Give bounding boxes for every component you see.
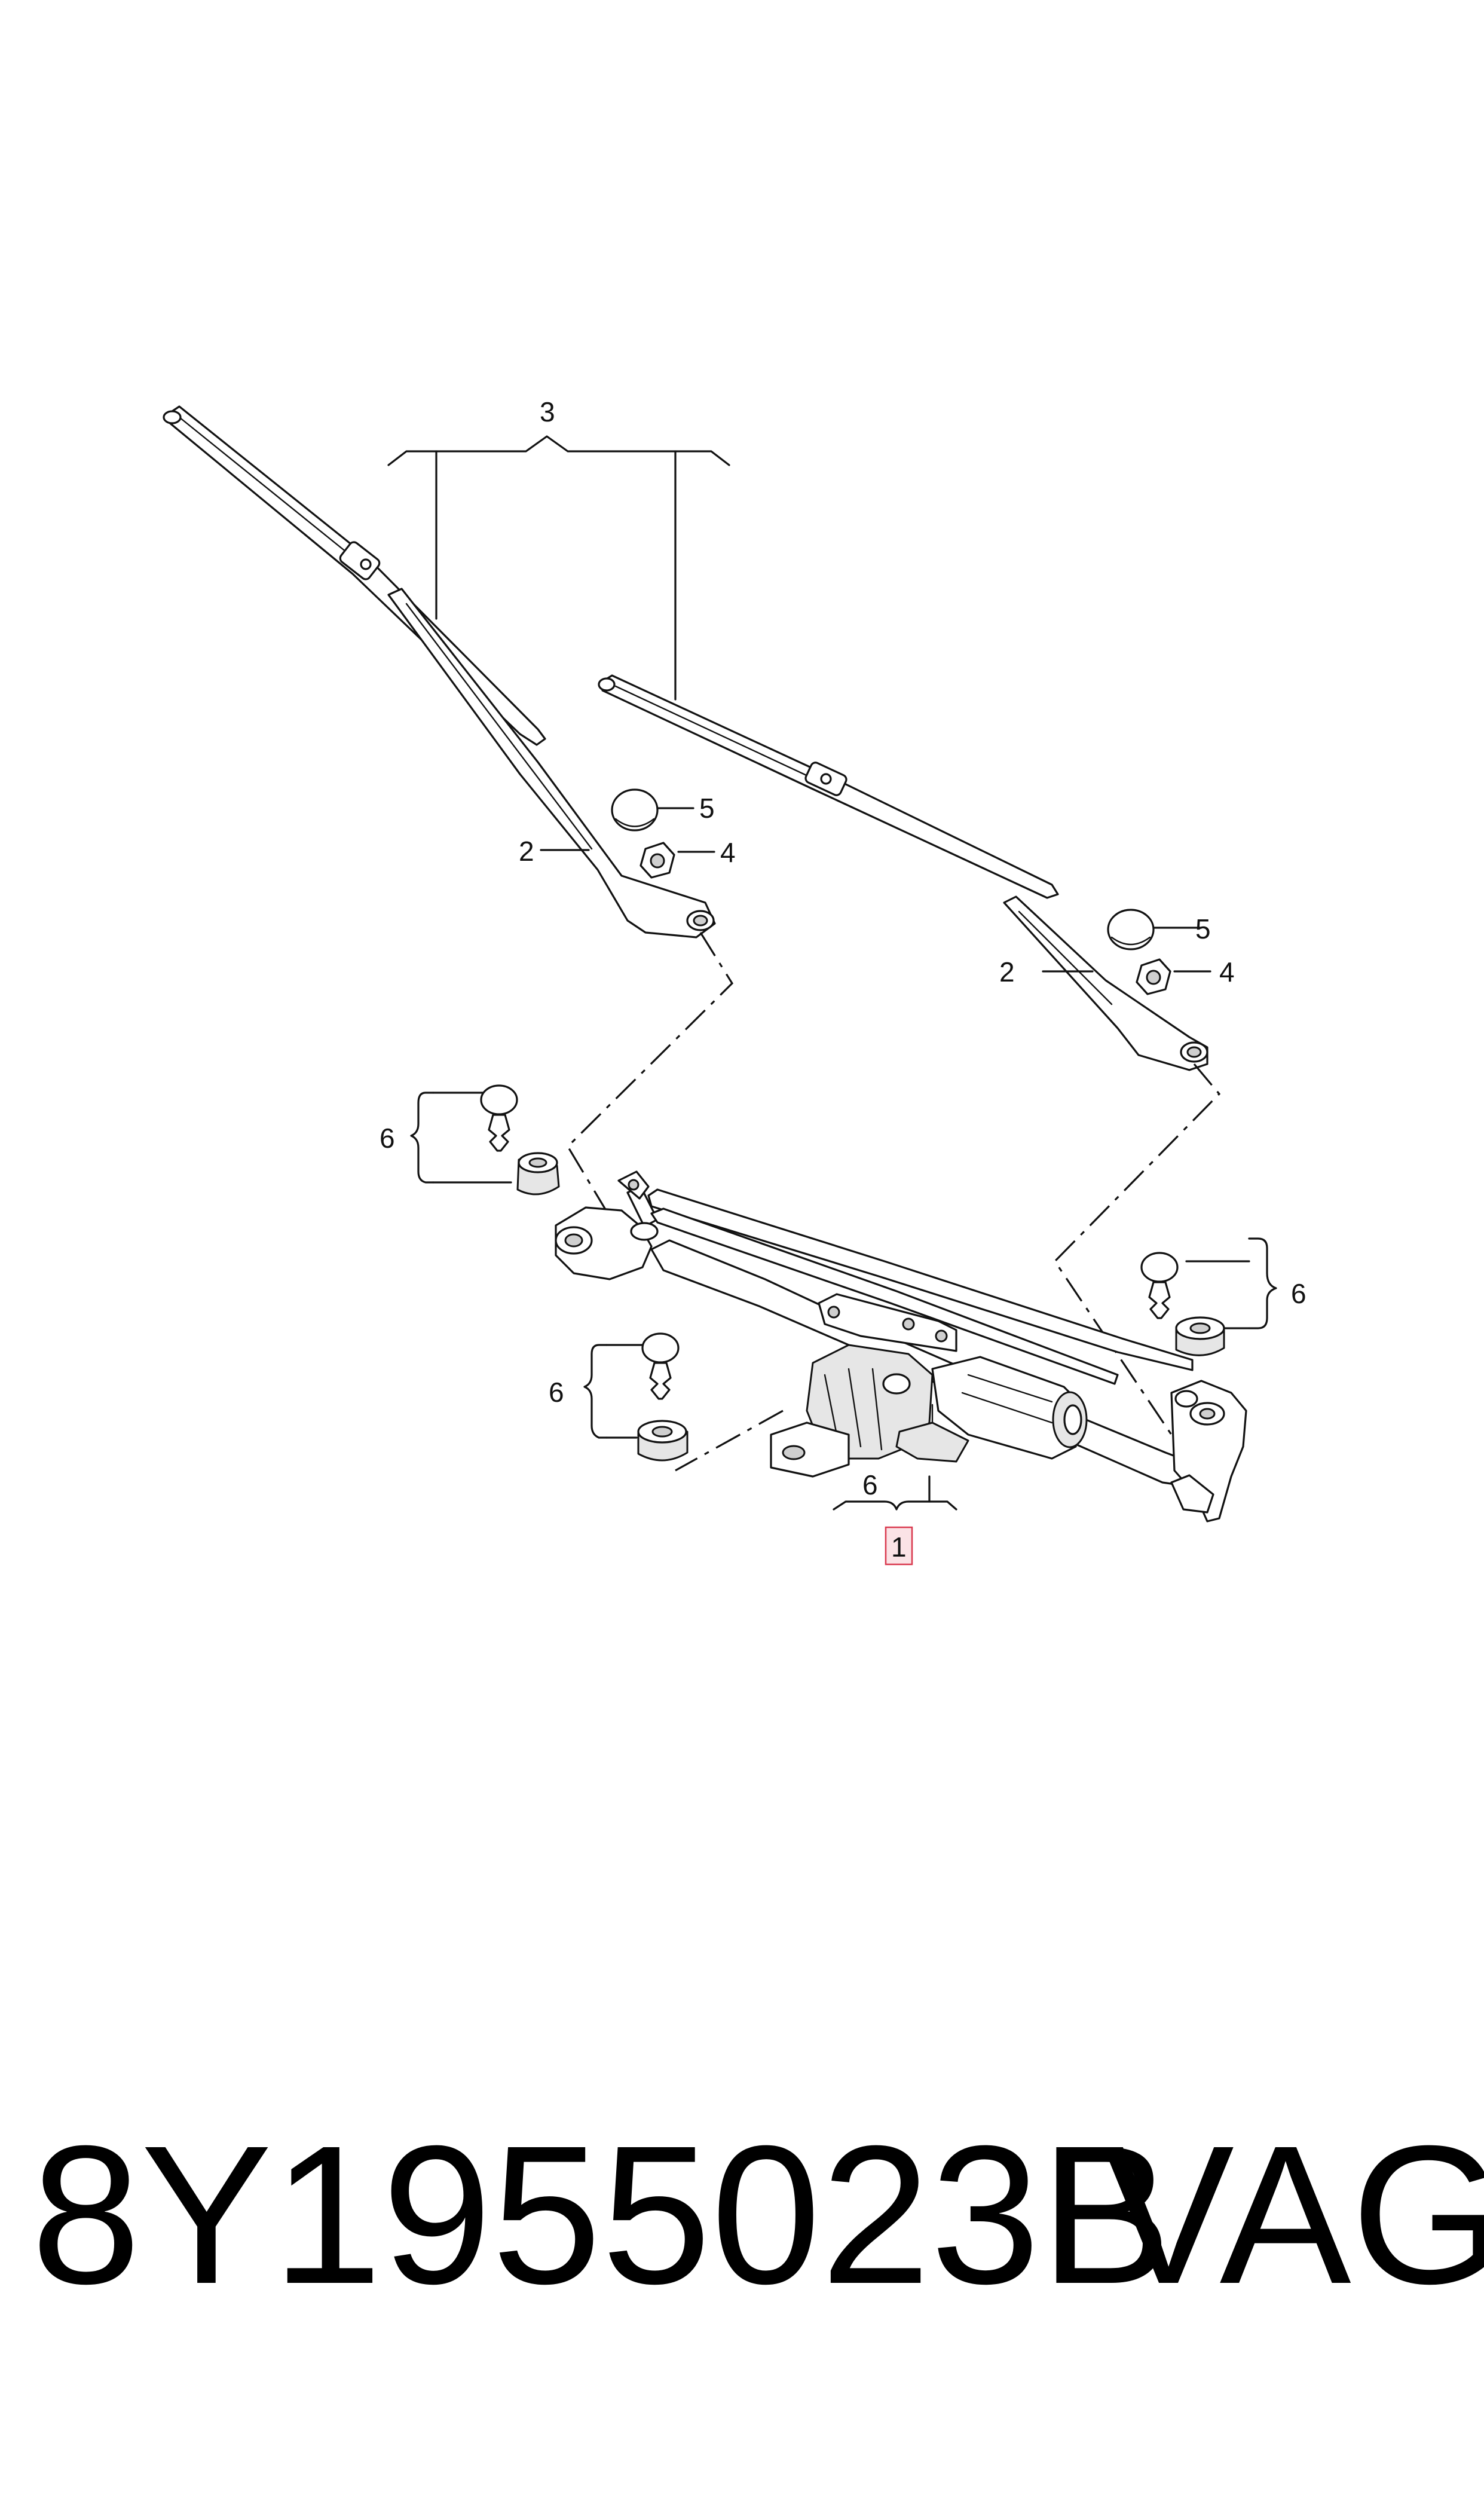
callout-1: 1: [891, 1531, 907, 1563]
right-arm-callouts: 2 4 5: [999, 913, 1235, 988]
callout-1-highlight: [885, 1526, 913, 1566]
assembly-guide-lines: [566, 932, 1221, 1472]
callout-2-right: 2: [999, 956, 1015, 988]
left-wiper-blade: [163, 405, 546, 746]
fastener-lower-left: 6: [549, 1332, 689, 1462]
left-wiper-arm: [387, 588, 716, 938]
right-wiper-arm: [1003, 895, 1208, 1071]
callout-6-right: 6: [1291, 1278, 1306, 1309]
fastener-right: 6: [1140, 1237, 1306, 1356]
callout-3-bracket: 3: [387, 396, 730, 701]
callout-2-left: 2: [519, 836, 534, 867]
left-arm-nut: [640, 842, 675, 879]
brand-label: VAG: [1103, 2104, 1484, 2325]
fastener-upper-left: 6: [380, 1084, 560, 1196]
callout-6-bottom: 6: [862, 1469, 878, 1500]
callout-5-right: 5: [1195, 913, 1211, 944]
right-wiper-blade: [598, 674, 1059, 899]
right-arm-cap: [1107, 909, 1155, 950]
right-arm-nut: [1136, 958, 1171, 995]
callout-5-left: 5: [699, 793, 715, 824]
callout-3: 3: [540, 396, 555, 427]
callout-4-right: 4: [1219, 956, 1235, 988]
wiper-frame-linkage: [555, 1170, 1247, 1523]
callout-6-upper-left: 6: [380, 1123, 395, 1154]
left-arm-cap: [611, 788, 659, 831]
callout-4-left: 4: [720, 837, 736, 868]
part-number-label: 8Y1955023B: [31, 2104, 1172, 2325]
callout-6-lower-left: 6: [549, 1377, 564, 1408]
left-arm-callouts: 2 4 5: [519, 793, 736, 868]
callout-1-bracket: 6 1: [833, 1469, 957, 1566]
